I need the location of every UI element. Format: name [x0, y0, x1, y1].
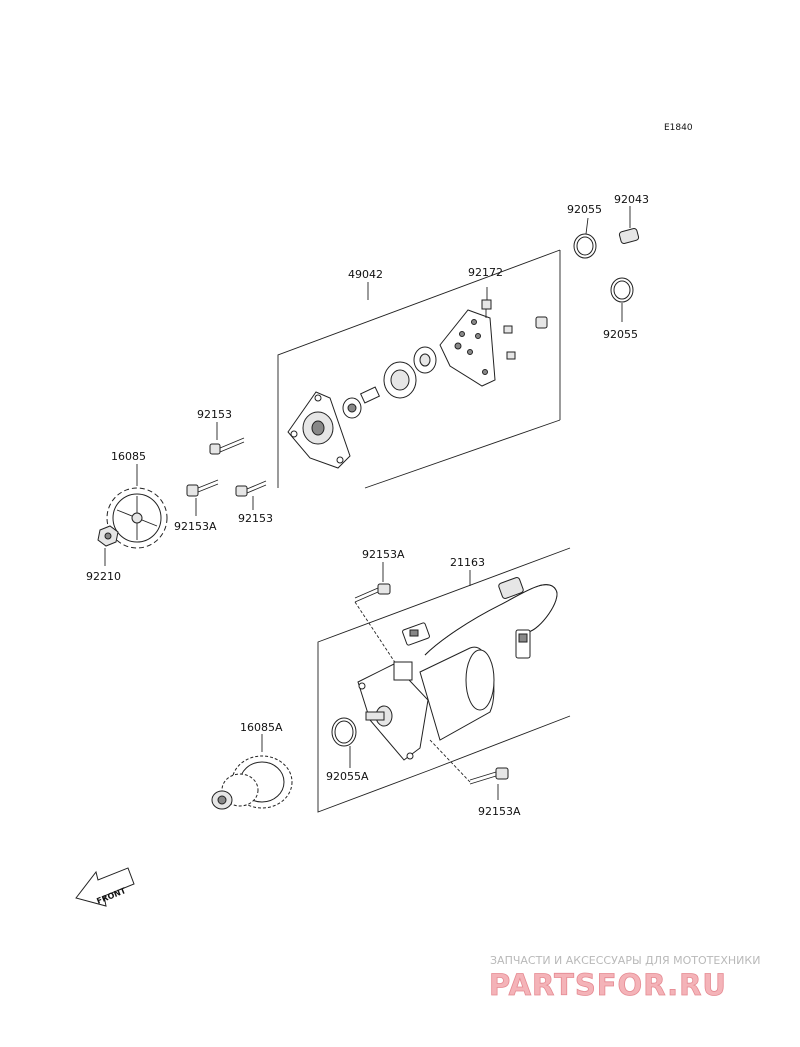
screw-92172: [481, 299, 492, 318]
bolt-92153a-bottom: [429, 739, 509, 800]
pin-92043: [618, 206, 640, 244]
upper-assembly-frame: [277, 249, 561, 489]
bolt-92153-lower: [235, 480, 267, 510]
label-92153a-motor: 92153A: [362, 548, 405, 561]
label-21163: 21163: [450, 556, 485, 569]
o-ring-92055-top: [573, 217, 597, 259]
o-ring-92055a: [331, 717, 357, 768]
bolt-92153-upper: [209, 422, 245, 455]
bolt-92153a-motor: [354, 562, 401, 671]
label-92043: 92043: [614, 193, 649, 206]
label-16085: 16085: [111, 450, 146, 463]
starter-gear-16085a: [211, 734, 293, 810]
watermark-tagline: ЗАПЧАСТИ И АКСЕССУАРЫ ДЛЯ МОТОТЕХНИКИ: [490, 954, 760, 967]
watermark-logo: PARTSFOR.RU: [489, 968, 727, 1002]
label-92153a-bottom: 92153A: [478, 805, 521, 818]
label-92055-top: 92055: [567, 203, 602, 216]
o-ring-92055-mid: [610, 277, 634, 322]
label-16085a: 16085A: [240, 721, 283, 734]
starter-motor-21163: [357, 646, 495, 761]
clutch-housing: [287, 391, 351, 469]
sprocket-16085: [106, 464, 168, 549]
label-92210: 92210: [86, 570, 121, 583]
starter-bracket-plate: [439, 287, 496, 387]
front-direction-arrow: FRONT: [75, 867, 135, 907]
label-92172: 92172: [468, 266, 503, 279]
label-92055a: 92055A: [326, 770, 369, 783]
idler-gear-set: [342, 346, 437, 419]
nut-92210: [97, 525, 119, 566]
label-92153-low: 92153: [238, 512, 273, 525]
diagram-ref-code: E1840: [664, 123, 693, 133]
label-92153a-left: 92153A: [174, 520, 217, 533]
label-92055-mid: 92055: [603, 328, 638, 341]
label-92153-left: 92153: [197, 408, 232, 421]
starter-wire-harness: [402, 577, 558, 659]
label-49042: 49042: [348, 268, 383, 281]
small-bolts: [503, 316, 548, 360]
lower-assembly-frame: [317, 547, 571, 813]
bolt-92153a-left: [186, 479, 219, 516]
